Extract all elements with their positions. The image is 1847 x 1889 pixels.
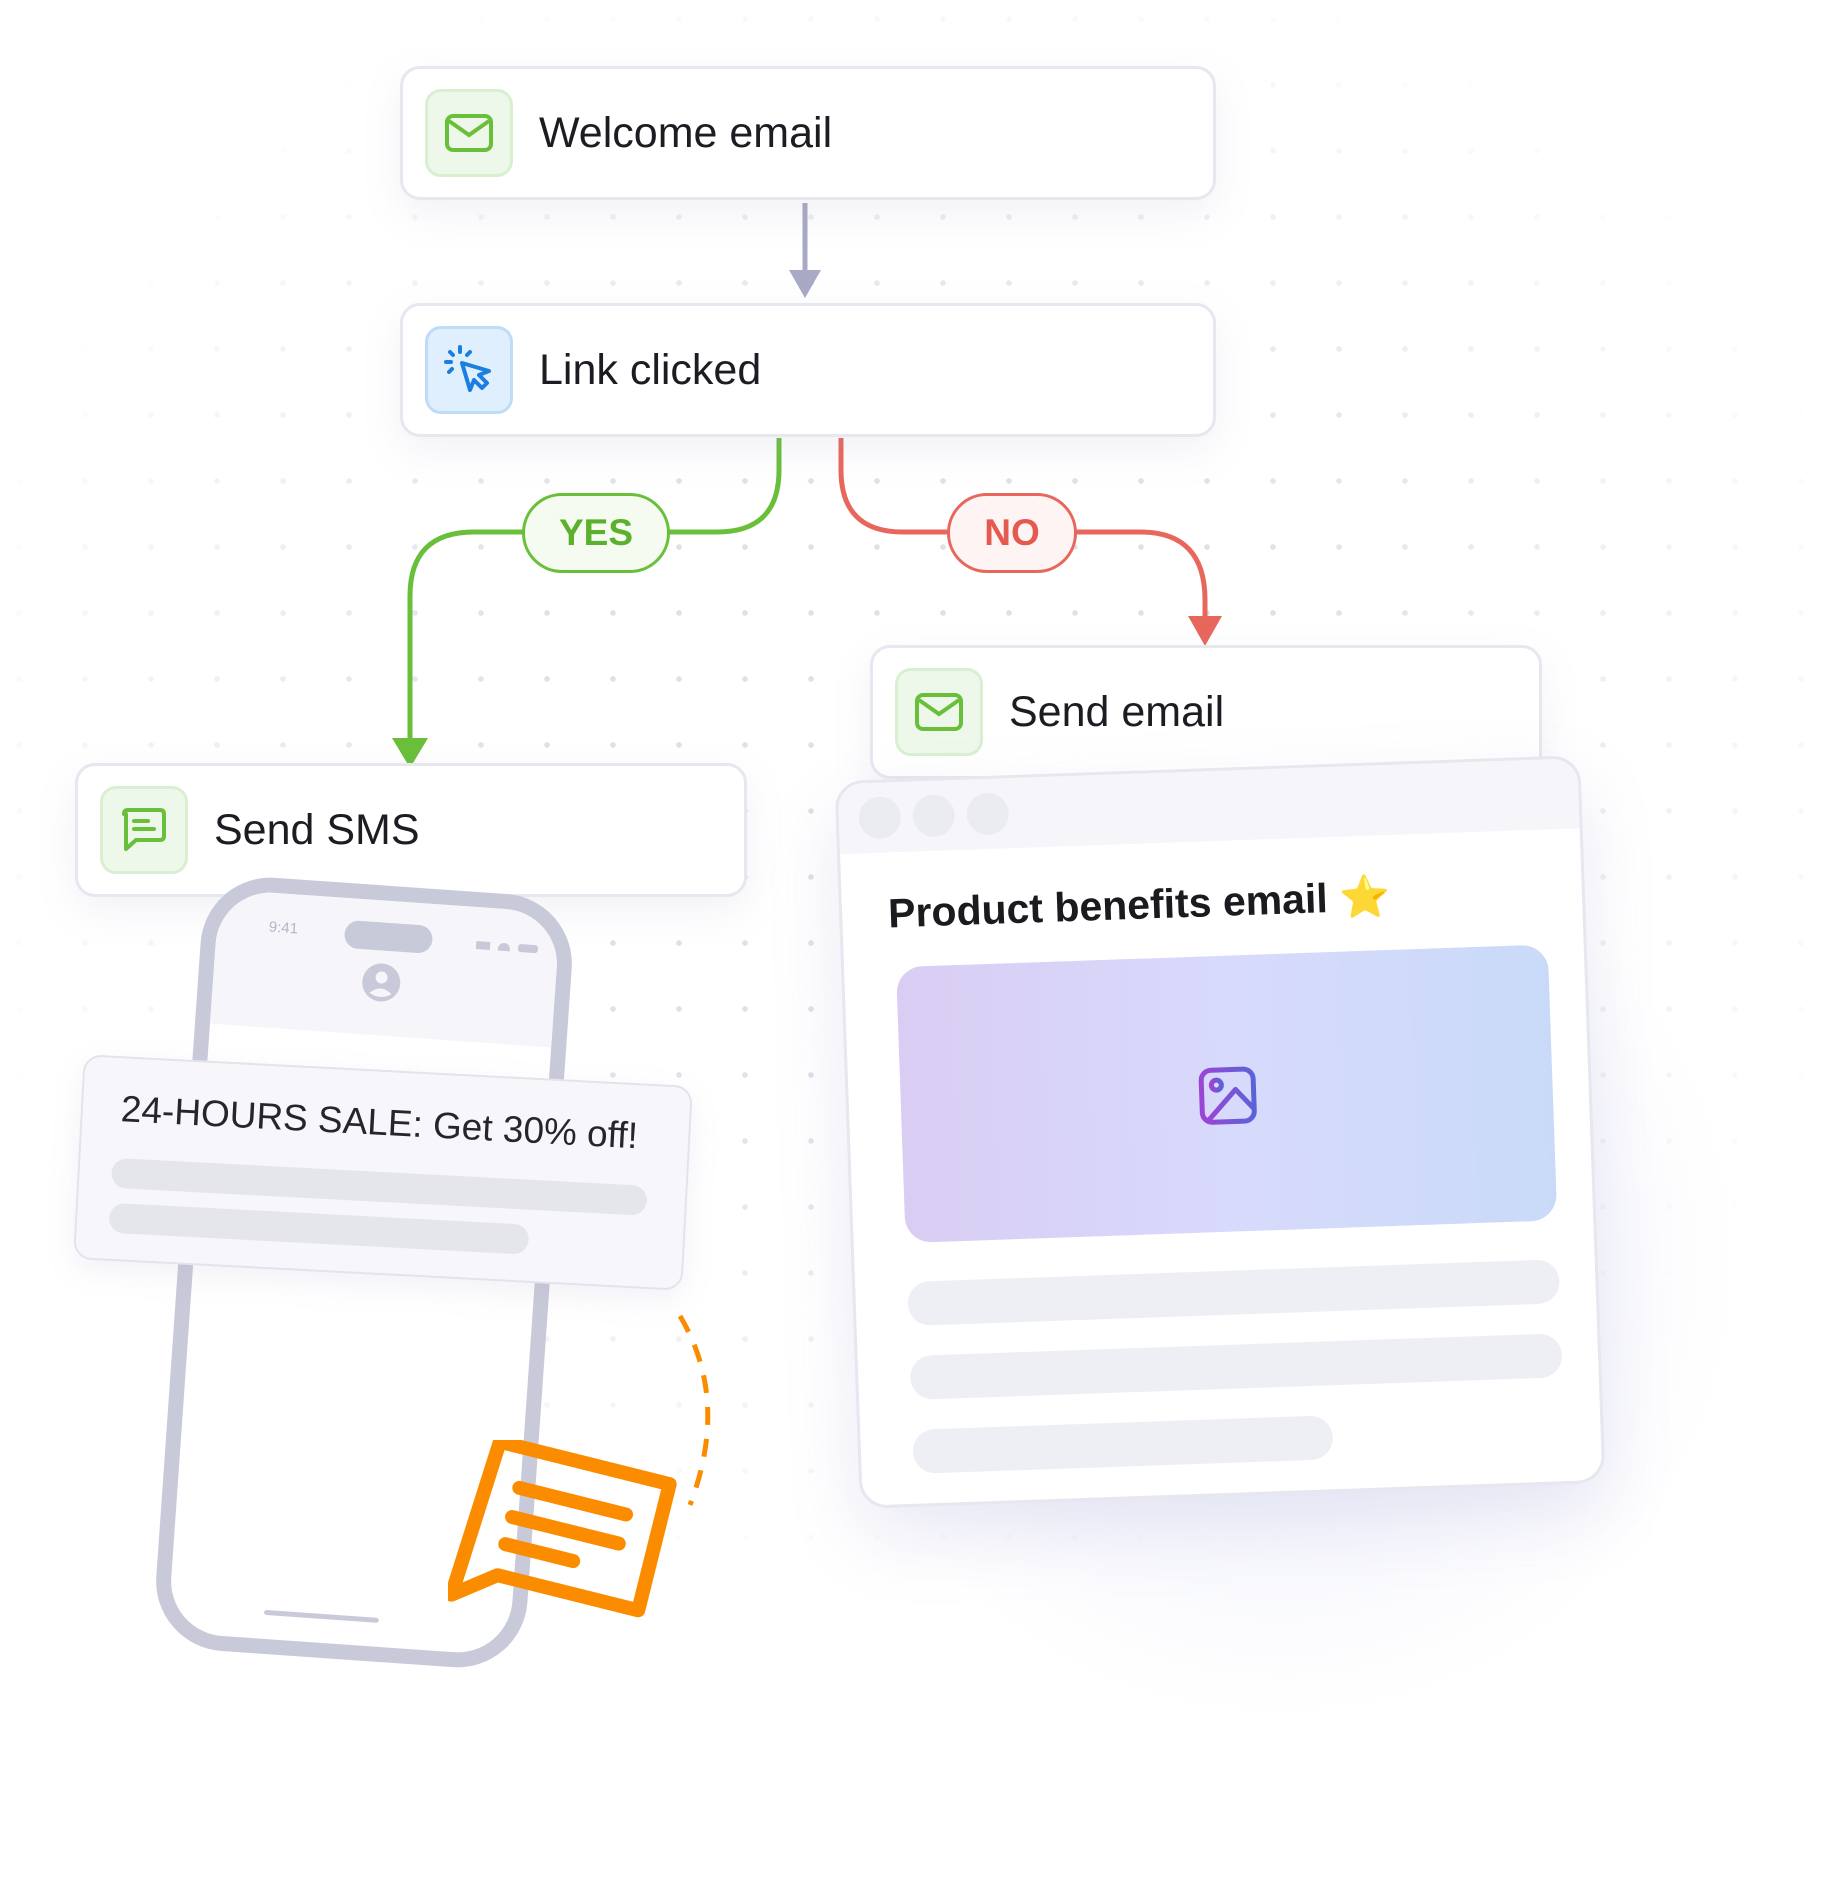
node-label: Send SMS (214, 805, 420, 854)
node-link-clicked[interactable]: Link clicked (400, 303, 1216, 437)
text-placeholder (909, 1333, 1563, 1400)
email-title: Product benefits email ⭐ (887, 872, 1391, 937)
sms-text: 24-HOURS SALE: Get 30% off! (119, 1088, 639, 1157)
cursor-click-icon (425, 326, 513, 414)
node-label: Send email (1009, 687, 1225, 736)
phone-time: 9:41 (268, 918, 299, 938)
text-placeholder (912, 1415, 1334, 1474)
email-preview-card: Product benefits email ⭐ (834, 755, 1606, 1509)
arrowhead-green (392, 738, 428, 768)
status-icons (475, 939, 543, 954)
chat-icon (100, 786, 188, 874)
dashed-connector (677, 1314, 711, 1506)
mail-icon (425, 89, 513, 177)
mail-icon (895, 668, 983, 756)
node-label: Welcome email (539, 108, 833, 157)
node-send-sms[interactable]: Send SMS (75, 763, 747, 897)
phone-mockup: 9:41 (151, 872, 577, 1673)
node-label: Link clicked (539, 345, 762, 394)
text-placeholder (907, 1259, 1561, 1326)
branch-no-label: NO (947, 493, 1077, 573)
orange-chat-icon (448, 1440, 677, 1618)
node-welcome-email[interactable]: Welcome email (400, 66, 1216, 200)
image-icon (1198, 1066, 1257, 1125)
window-dot (858, 795, 902, 840)
home-indicator (263, 1609, 379, 1623)
dynamic-island (343, 919, 434, 954)
image-placeholder (896, 944, 1558, 1244)
window-dot (912, 794, 956, 838)
branch-yes-label: YES (522, 493, 670, 573)
phone-header: 9:41 (209, 888, 561, 1048)
window-dot (966, 792, 1010, 836)
sms-message-preview: 24-HOURS SALE: Get 30% off! (73, 1054, 693, 1291)
node-send-email[interactable]: Send email (870, 645, 1542, 779)
text-placeholder (108, 1202, 530, 1255)
connector-yes (407, 438, 782, 742)
arrowhead-grey (789, 270, 821, 298)
contact-avatar-icon (362, 963, 401, 1002)
star-icon: ⭐ (1338, 872, 1391, 921)
arrowhead-red (1188, 616, 1222, 646)
